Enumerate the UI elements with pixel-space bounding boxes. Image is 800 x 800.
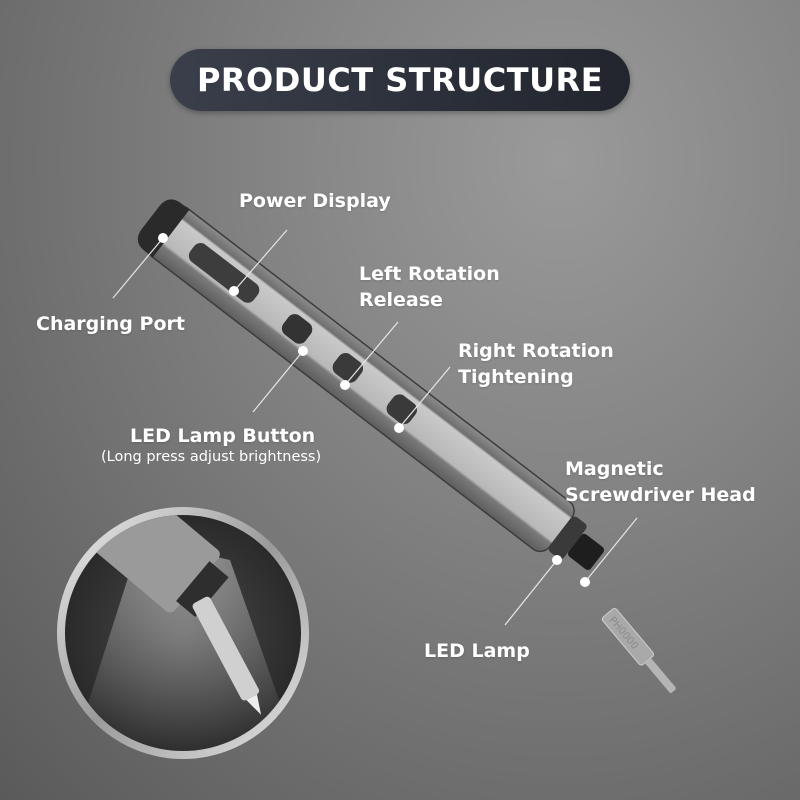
label-left-rotation-1: Left Rotation [359,263,500,285]
led-inset-circle [57,507,309,759]
label-right-rotation-1: Right Rotation [458,340,614,362]
page-title: PRODUCT STRUCTURE [196,61,604,99]
screwdriver-bit: PH0000 [601,607,676,693]
label-power-display: Power Display [239,190,391,212]
label-led-lamp: LED Lamp [424,640,530,662]
leader-lines [112,229,638,626]
screwdriver-body [137,199,605,570]
callout-dots [158,233,590,587]
label-led-button-note: (Long press adjust brightness) [101,449,322,465]
title-banner: PRODUCT STRUCTURE [170,49,630,111]
label-charging-port: Charging Port [36,313,185,335]
label-magnetic-2: Screwdriver Head [565,484,756,506]
label-right-rotation-2: Tightening [458,366,574,388]
label-magnetic-1: Magnetic [565,458,664,480]
label-led-button: LED Lamp Button [130,425,316,447]
label-left-rotation-2: Release [359,289,443,311]
